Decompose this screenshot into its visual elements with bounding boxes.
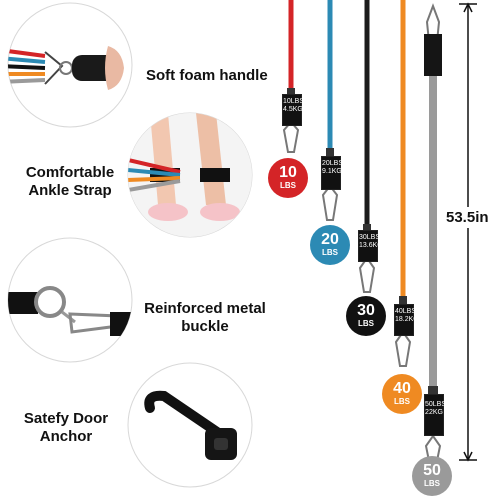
foam-handle-label: Soft foam handle [146, 67, 268, 84]
metal-buckle-label-line2: buckle [181, 318, 229, 335]
band-20-badge: 20 LBS [310, 225, 350, 265]
metal-buckle-label-line1: Reinforced metal [144, 300, 266, 317]
band-30-weight: 30 [357, 302, 375, 319]
band-20-weight: 20 [321, 231, 339, 248]
band-50-tag-kg: 22KG [425, 409, 443, 416]
door-anchor-photo [127, 362, 253, 488]
band-10-tag: 10LBS 4.5KG [282, 94, 305, 126]
ankle-strap-label-line1: Comfortable [25, 164, 115, 181]
band-20-tag-lbs: 20LBS [322, 160, 344, 167]
length-measurement-line [459, 2, 477, 462]
band-50-unit: LBS [424, 479, 440, 488]
band-40-badge: 40 LBS [382, 374, 422, 414]
metal-buckle-photo [7, 237, 133, 363]
band-40-tag-lbs: 40LBS [395, 308, 417, 315]
band-30-tag-lbs: 30LBS [359, 234, 381, 241]
ankle-strap-label: Comfortable Ankle Strap [14, 164, 126, 200]
band-50-tag: 50LBS 22KG [424, 394, 447, 436]
door-anchor-label-line2: Anchor [39, 428, 93, 445]
door-anchor-label: Satefy Door Anchor [10, 410, 122, 446]
band-10-unit: LBS [280, 181, 296, 190]
length-measurement-label: 53.5in [446, 207, 489, 228]
band-30-unit: LBS [358, 319, 374, 328]
band-10 [282, 0, 300, 153]
band-40-weight: 40 [393, 380, 411, 397]
metal-buckle-label: Reinforced metal buckle [140, 300, 270, 336]
band-50-badge: 50 LBS [412, 456, 452, 496]
ankle-strap-label-line2: Ankle Strap [28, 182, 112, 199]
foam-handle-photo [7, 2, 133, 128]
band-40-unit: LBS [394, 397, 410, 406]
band-10-weight: 10 [279, 164, 297, 181]
band-50-weight: 50 [423, 462, 441, 479]
band-20-unit: LBS [322, 248, 338, 257]
door-anchor-label-line1: Satefy Door [23, 410, 109, 427]
band-20-tag: 20LBS 9.1KG [321, 156, 344, 190]
band-10-tag-kg: 4.5KG [283, 106, 303, 113]
band-30-badge: 30 LBS [346, 296, 386, 336]
band-10-tag-lbs: 10LBS [283, 98, 305, 105]
ankle-strap-photo [127, 112, 253, 238]
band-50-tag-lbs: 50LBS [425, 401, 447, 408]
band-40-tag-kg: 18.2KG [395, 316, 419, 323]
band-30-tag-kg: 13.6KG [359, 242, 383, 249]
band-30-tag: 30LBS 13.6KG [358, 230, 383, 262]
band-10-badge: 10 LBS [268, 158, 308, 198]
band-40-tag: 40LBS 18.2KG [394, 304, 419, 336]
band-20-tag-kg: 9.1KG [322, 168, 342, 175]
